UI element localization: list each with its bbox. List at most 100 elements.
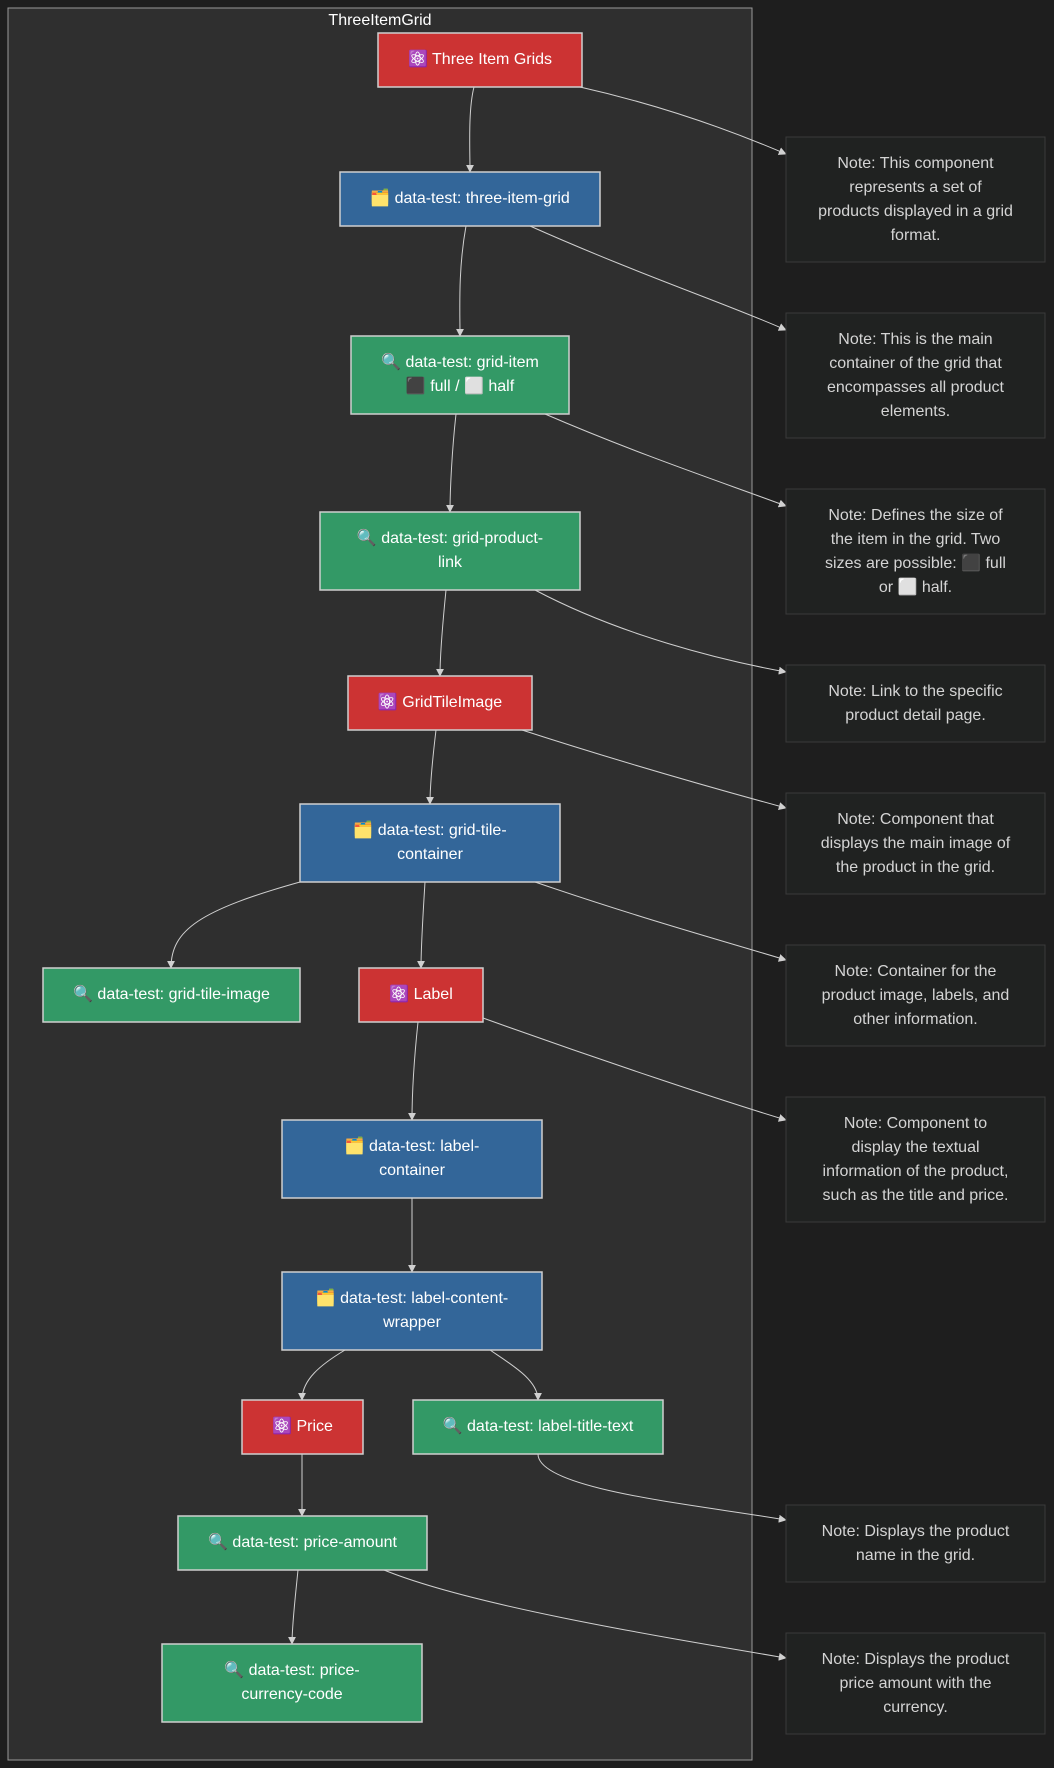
node-label-content-wrapper-label: 🗂️ data-test: label-content-wrapper — [316, 1287, 508, 1335]
note-grid-tile-container-label-line: product image, labels, and — [821, 986, 1010, 1004]
node-three-item-grid-label-wrap: 🗂️ data-test: three-item-grid — [340, 172, 600, 226]
node-grid-tile-image: 🔍 data-test: grid-tile-image — [42, 967, 301, 1023]
edge-label-content-wrapper-to-price — [298, 1349, 346, 1401]
node-label-content-wrapper-label-area: 🗂️ data-test: label-content-wrapper — [282, 1272, 542, 1350]
note-three-item-grid-label-line: encompasses all product — [827, 378, 1004, 396]
note-price-amount-label-line: Note: Displays the product — [821, 1650, 1010, 1668]
edge-price-amount-to-price-currency-code — [288, 1569, 299, 1645]
node-grid-tile-image-component: ⚛️ GridTileImage — [347, 675, 533, 731]
node-grid-item: 🔍 data-test: grid-item ⬛ full / ⬜ half — [350, 335, 570, 415]
note-label-title-text-label-line: name in the grid. — [855, 1546, 976, 1564]
node-label-container: 🗂️ data-test: label-container — [281, 1119, 543, 1199]
note-price-amount-label-wrap: Note: Displays the product price amount w… — [786, 1633, 1045, 1734]
note-price-amount-label-line: currency. — [883, 1698, 948, 1716]
node-three-item-grids-label-line: ⚛️ Three Item Grids — [407, 51, 553, 68]
node-label-label-area: ⚛️ Label — [359, 968, 483, 1022]
node-label-title-text-label-area: 🔍 data-test: label-title-text — [413, 1400, 663, 1454]
note-three-item-grids: Note: This component represents a set of p… — [785, 136, 1046, 263]
edge-price-amount-to-note-price-amount — [383, 1569, 787, 1661]
subgraph-title: ThreeItemGrid — [328, 12, 431, 29]
note-grid-product-link-label-line: product detail page. — [845, 706, 986, 724]
node-price: ⚛️ Price — [241, 1399, 364, 1455]
note-grid-tile-container: Note: Container for the product image, la… — [785, 944, 1046, 1047]
component-box — [377, 32, 583, 88]
node-label-content-wrapper-label-line: 🗂️ data-test: label-content- — [315, 1290, 509, 1307]
note-three-item-grids-label-line: represents a set of — [849, 178, 982, 196]
node-label-title-text-label-wrap: 🔍 data-test: label-title-text — [413, 1400, 663, 1454]
node-grid-tile-image-component-label-wrap: ⚛️ GridTileImage — [348, 676, 532, 730]
node-label-title-text: 🔍 data-test: label-title-text — [412, 1399, 664, 1455]
node-label-label: ⚛️ Label — [389, 983, 453, 1007]
notes-layer: Note: This component represents a set of p… — [785, 136, 1046, 1735]
node-label-content-wrapper: 🗂️ data-test: label-content-wrapper — [281, 1271, 543, 1351]
note-three-item-grids-label-line: Note: This component — [837, 154, 994, 172]
node-label-title-text-label-line: 🔍 data-test: label-title-text — [442, 1418, 634, 1435]
note-grid-tile-container-label-line: Note: Container for the — [834, 962, 997, 980]
note-three-item-grids-label-wrap: Note: This component represents a set of p… — [786, 137, 1045, 262]
node-price-label-wrap: ⚛️ Price — [242, 1400, 363, 1454]
edge-label-to-note-label — [482, 1017, 787, 1122]
container-box — [281, 1271, 543, 1351]
node-grid-tile-container-label-line: container — [397, 846, 463, 863]
node-grid-item-label-line: 🔍 data-test: grid-item — [381, 354, 539, 371]
node-label-container-label-line: container — [379, 1162, 445, 1179]
node-grid-item-label-area: 🔍 data-test: grid-item ⬛ full / ⬜ half — [381, 354, 539, 395]
edge-three-item-grid-to-grid-item — [455, 225, 467, 337]
note-box — [785, 792, 1046, 895]
node-price-amount: 🔍 data-test: price-amount — [177, 1515, 428, 1571]
node-grid-tile-image-label-area: 🔍 data-test: grid-tile-image — [73, 986, 270, 1003]
node-price-currency-code-label-area: 🔍 data-test: price-currency-code — [224, 1662, 360, 1703]
node-three-item-grids-label: ⚛️ Three Item Grids — [408, 48, 552, 72]
note-grid-tile-container-label: Note: Container for the product image, la… — [822, 960, 1010, 1032]
node-label-content-wrapper-label-wrap: 🗂️ data-test: label-content-wrapper — [282, 1272, 542, 1350]
note-price-amount-label: Note: Displays the product price amount w… — [822, 1648, 1010, 1720]
note-grid-tile-image-label-line: Note: Component that — [837, 810, 994, 828]
edge-three-item-grids-to-note-three-item-grids — [579, 86, 787, 155]
edge-three-item-grid-to-note-three-item-grid — [529, 225, 787, 331]
container-box — [339, 171, 601, 227]
node-grid-item-label-line: ⬛ full / ⬜ half — [405, 378, 515, 395]
note-three-item-grids-label-line: format. — [890, 226, 941, 244]
note-grid-item-label-line: or ⬜ half. — [878, 578, 953, 596]
note-label-title-text-label-line: Note: Displays the product — [821, 1522, 1010, 1540]
element-box — [412, 1399, 664, 1455]
note-three-item-grid-label-line: container of the grid that — [829, 354, 1002, 372]
node-label-label-line: ⚛️ Label — [389, 986, 453, 1003]
note-price-amount: Note: Displays the product price amount w… — [785, 1632, 1046, 1735]
note-grid-tile-container-label-wrap: Note: Container for the product image, la… — [786, 945, 1045, 1046]
node-three-item-grid-label: 🗂️ data-test: three-item-grid — [370, 187, 570, 211]
node-price-label: ⚛️ Price — [272, 1415, 333, 1439]
subgraph-frame — [7, 7, 753, 1761]
element-box — [42, 967, 301, 1023]
node-label-content-wrapper-label-line: wrapper — [383, 1314, 441, 1331]
node-price-currency-code-label-line: currency-code — [241, 1686, 343, 1703]
note-three-item-grids-label-line: products displayed in a grid — [818, 202, 1013, 220]
note-price-amount-label-line: price amount with the — [839, 1674, 992, 1692]
node-price-currency-code: 🔍 data-test: price-currency-code — [161, 1643, 423, 1723]
edges-layer — [167, 86, 787, 1661]
note-three-item-grids-label-area: Note: This component represents a set of p… — [786, 137, 1045, 262]
note-label-title-text: Note: Displays the product name in the gr… — [785, 1504, 1046, 1583]
edge-label-title-text-to-note-label-title-text — [537, 1453, 787, 1523]
element-box — [161, 1643, 423, 1723]
note-label-title-text-label-area: Note: Displays the product name in the gr… — [821, 1522, 1010, 1564]
node-price-amount-label-area: 🔍 data-test: price-amount — [178, 1516, 427, 1570]
note-grid-tile-image-label-line: the product in the grid. — [835, 858, 996, 876]
node-price-amount-label: 🔍 data-test: price-amount — [208, 1531, 397, 1555]
node-grid-tile-container-label-area: 🗂️ data-test: grid-tile-container — [353, 822, 506, 863]
node-label-label-wrap: ⚛️ Label — [359, 968, 483, 1022]
node-price-amount-label-wrap: 🔍 data-test: price-amount — [178, 1516, 427, 1570]
